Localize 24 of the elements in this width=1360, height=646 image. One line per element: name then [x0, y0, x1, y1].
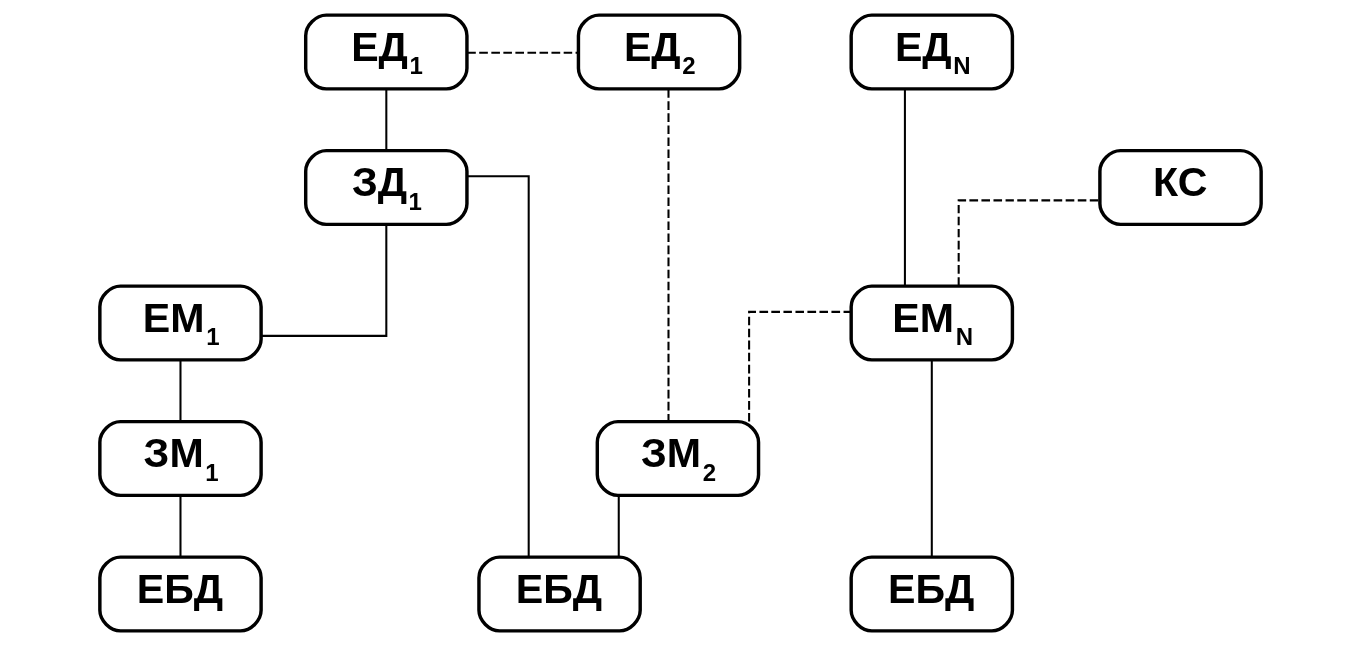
connector — [666, 89, 669, 422]
connector — [467, 175, 530, 557]
node-box: ЕД$_{2}$ — [576, 13, 741, 91]
connector — [260, 224, 387, 337]
connector — [178, 495, 181, 558]
node-box: ЗД$_{1}$ — [303, 148, 469, 227]
node-box: ЕБД — [97, 555, 263, 633]
connector — [617, 495, 620, 558]
connector — [178, 360, 181, 422]
connector — [903, 89, 906, 286]
node-box: ЕМ$_{1}$ — [97, 284, 263, 362]
node-box: ЕБД — [476, 555, 642, 633]
connector — [466, 51, 578, 54]
node-box: ЕБД — [848, 555, 1014, 633]
connector — [384, 89, 387, 151]
node-box: ЗМ$_{2}$ — [595, 419, 760, 498]
node-box: КС — [1097, 148, 1263, 227]
node-box: ЕД$_{1}$ — [303, 13, 469, 91]
connector — [957, 199, 1100, 286]
node-box: ЗМ$_{1}$ — [97, 419, 263, 498]
connector — [930, 360, 933, 557]
connector — [747, 310, 851, 422]
node-box: ЕД$_{N}$ — [848, 13, 1014, 91]
node-box: ЕМ$_{N}$ — [848, 284, 1014, 362]
